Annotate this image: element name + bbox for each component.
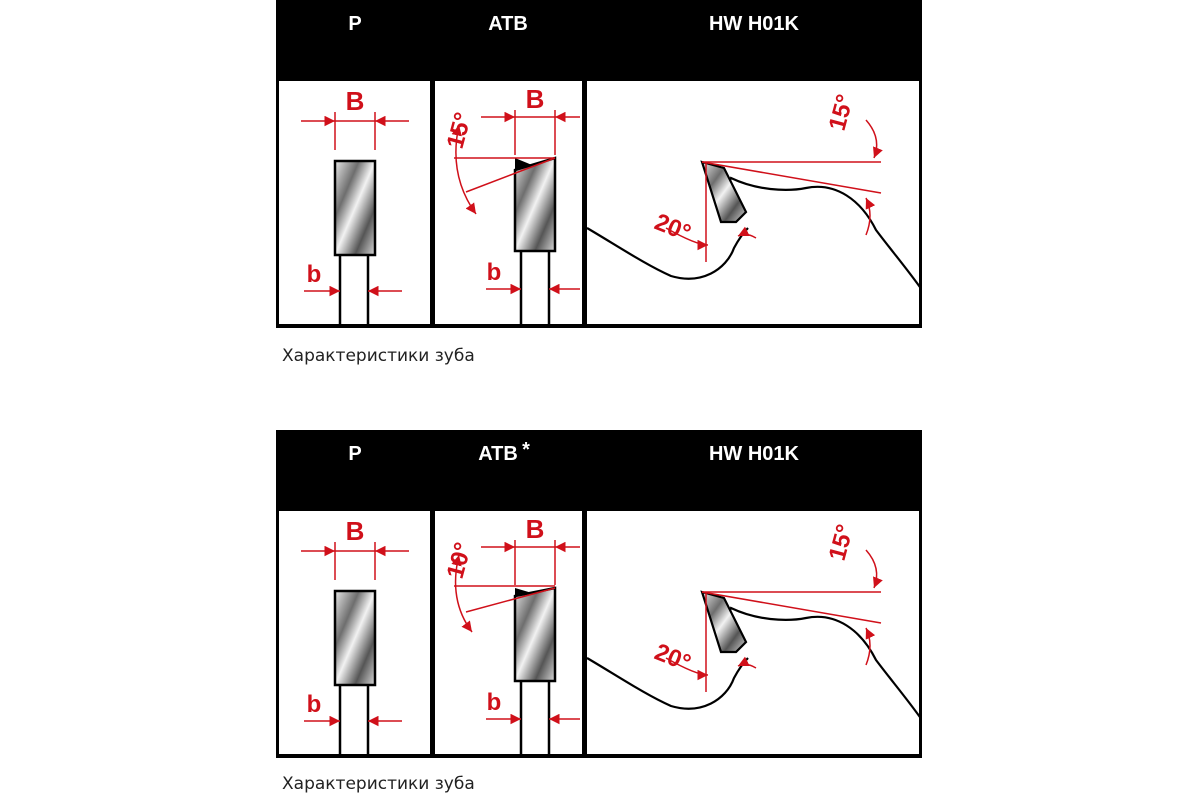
width-dimension xyxy=(301,542,409,580)
header-atb-mark: * xyxy=(522,439,530,461)
bevel-angle-dimension xyxy=(451,554,556,633)
tooth-chart-bottom: P ATB * HW H01K B b B 10° xyxy=(276,430,922,758)
width-label: B xyxy=(346,516,365,546)
tooth-chart-top: P ATB HW H01K B b B 15° xyxy=(276,0,922,328)
header-hw: HW H01K xyxy=(709,13,800,35)
width-label: B xyxy=(346,86,365,116)
atb-width-label: B xyxy=(526,514,545,544)
width-dimension xyxy=(301,112,409,150)
hw-cell xyxy=(587,511,919,754)
atb-width-dimension xyxy=(481,110,580,155)
thickness-label: b xyxy=(307,691,322,718)
caption-top: Характеристики зуба xyxy=(282,346,475,366)
caption-bottom: Характеристики зуба xyxy=(282,774,475,794)
bevel-tooth-icon xyxy=(513,156,557,324)
thickness-label: b xyxy=(307,261,322,288)
atb-width-dimension xyxy=(481,540,580,585)
hw-cell xyxy=(587,81,919,324)
atb-thickness-label: b xyxy=(487,259,502,286)
header-hw: HW H01K xyxy=(709,443,800,465)
hw-angle-dimensions xyxy=(665,549,883,692)
rectangular-tooth-icon xyxy=(333,159,377,324)
atb-thickness-label: b xyxy=(487,689,502,716)
bevel-angle-dimension xyxy=(451,124,556,215)
rectangular-tooth-icon xyxy=(333,589,377,754)
hw-angle-dimensions xyxy=(665,119,883,262)
header-p: P xyxy=(348,443,361,465)
header-atb: ATB xyxy=(488,13,528,35)
atb-width-label: B xyxy=(526,84,545,114)
header-p: P xyxy=(348,13,361,35)
header-atb: ATB xyxy=(478,443,518,465)
saw-tooth-profile-icon xyxy=(586,590,922,721)
